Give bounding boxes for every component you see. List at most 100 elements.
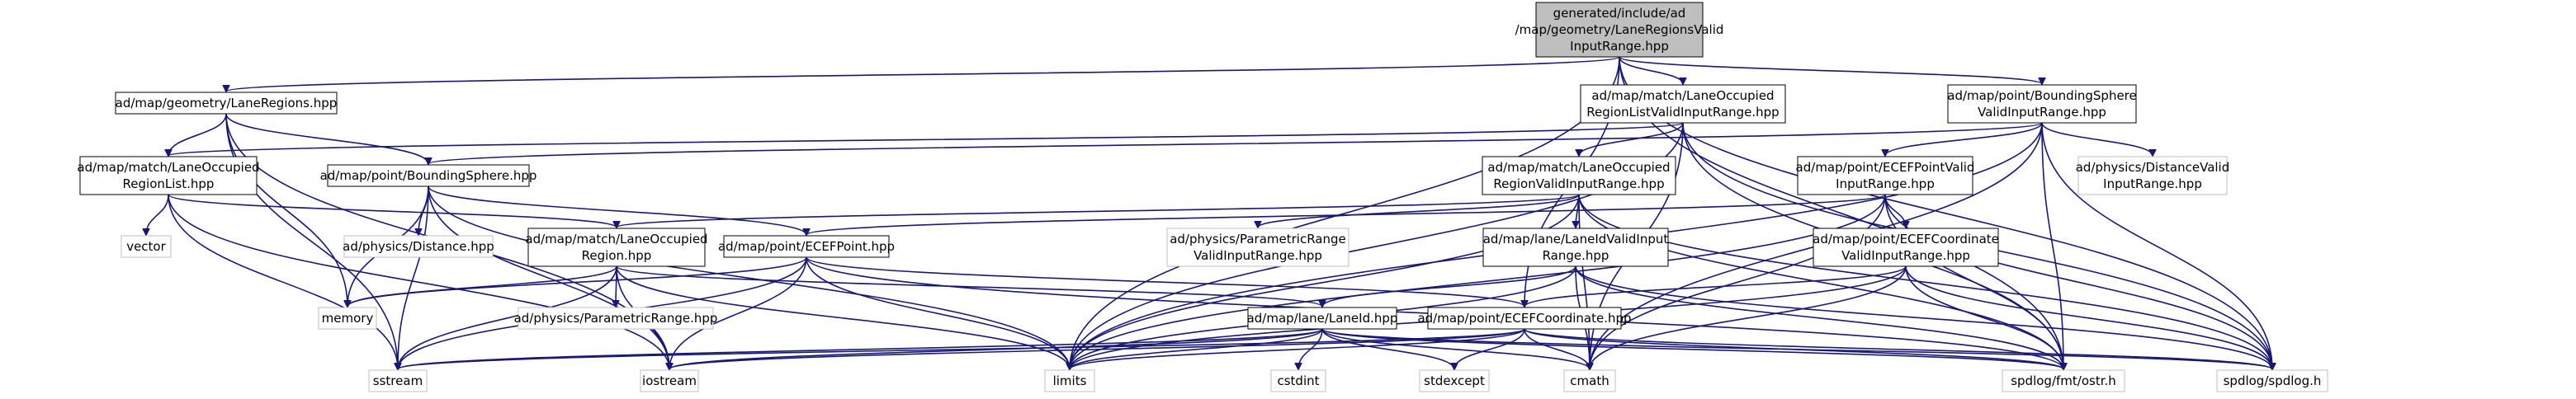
edge-ecef_point_valid-to-cmath [1590, 194, 1886, 369]
edge-occ_valid-to-cmath [1578, 194, 1590, 369]
node-box [2077, 156, 2228, 195]
node-sstream: sstream [368, 369, 428, 392]
node-box [2216, 369, 2328, 392]
node-box [1580, 84, 1786, 124]
node-label-line: RegionValidInputRange.hpp [1493, 176, 1664, 191]
edge-bsphere-to-iostream [428, 185, 669, 369]
node-label-line: InputRange.hpp [1570, 39, 1669, 54]
node-box [1947, 84, 2137, 124]
node-box [1044, 369, 1095, 392]
edge-ecef_coord_valid-to-ecef_coord [1524, 265, 1907, 307]
node-label-line: sstream [373, 373, 423, 388]
node-label-line: RegionListValidInputRange.hpp [1586, 105, 1779, 120]
node-box [115, 92, 338, 115]
edge-ecef_point-to-iostream [669, 256, 807, 369]
edge-occ_list-to-sstream [168, 194, 398, 369]
node-label-line: ad/physics/ParametricRange.hpp [514, 311, 718, 326]
node-label-line: ValidInputRange.hpp [1978, 105, 2106, 120]
node-box [368, 369, 428, 392]
node-iostream: iostream [640, 369, 699, 392]
edge-occ_list_valid-to-occ_list [168, 122, 1684, 156]
node-root[interactable]: generated/include/ad/map/geometry/LaneRe… [1515, 2, 1724, 58]
node-label-line: Range.hpp [1543, 248, 1609, 263]
node-label-line: RegionList.hpp [123, 176, 215, 191]
node-box [1797, 156, 1973, 195]
edge-lane_regions-to-occ_list [168, 113, 227, 156]
edge-ecef_point-to-memory [347, 256, 807, 307]
edge-bsphere_valid-to-fmt_ostr [2041, 122, 2063, 369]
edge-root-to-lane_regions [226, 56, 1620, 92]
node-box [1813, 228, 1999, 267]
node-label-line: spdlog/spdlog.h [2224, 373, 2322, 388]
edge-ecef_point-to-limits [806, 256, 1070, 369]
node-box [527, 228, 706, 267]
edge-lane_regions-to-memory [225, 113, 347, 307]
edge-bsphere_valid-to-spdlog [2041, 122, 2272, 369]
edge-lane_id_valid-to-lane_id [1322, 265, 1576, 307]
node-distance: ad/physics/Distance.hpp [343, 235, 494, 258]
edge-lane_regions-to-bsphere [225, 113, 428, 164]
edge-lane_id-to-cmath [1321, 328, 1590, 369]
node-label-line: ad/map/match/LaneOccupied [1591, 88, 1774, 103]
node-box [1427, 307, 1622, 330]
edge-ecef_coord-to-sstream [398, 328, 1525, 369]
edge-occ_list-to-occ_region [168, 194, 617, 228]
node-label-line: InputRange.hpp [1836, 176, 1935, 191]
edge-occ_valid-to-fmt_ostr [1578, 194, 2063, 369]
node-ecef-point[interactable]: ad/map/point/ECEFPoint.hpp [718, 235, 895, 258]
node-ecef-coord-valid[interactable]: ad/map/point/ECEFCoordinateValidInputRan… [1813, 228, 1999, 267]
node-param-range: ad/physics/ParametricRange.hpp [514, 307, 718, 330]
node-ecef-point-valid[interactable]: ad/map/point/ECEFPointValidInputRange.hp… [1796, 156, 1975, 195]
node-label-line: iostream [642, 373, 697, 388]
node-occ-list-valid[interactable]: ad/map/match/LaneOccupiedRegionListValid… [1580, 84, 1786, 124]
edge-occ_region-to-lane_id [616, 265, 1322, 307]
node-label-line: Region.hpp [582, 248, 652, 263]
node-label-line: ad/physics/DistanceValid [2076, 160, 2230, 175]
node-lane-regions[interactable]: ad/map/geometry/LaneRegions.hpp [115, 92, 338, 115]
node-limits: limits [1044, 369, 1095, 392]
node-cstdint: cstdint [1270, 369, 1326, 392]
node-box [1535, 2, 1704, 58]
edge-occ_region-to-sstream [398, 265, 617, 369]
dependency-nodes: generated/include/ad/map/geometry/LaneRe… [77, 2, 2328, 392]
edge-ecef_coord-to-iostream [669, 328, 1525, 369]
node-box [2002, 369, 2125, 392]
edge-ecef_coord-to-fmt_ostr [1524, 328, 2063, 369]
node-box [1247, 307, 1397, 330]
node-label-line: vector [126, 239, 166, 254]
node-box [1166, 228, 1349, 267]
node-label-line: limits [1053, 373, 1087, 388]
node-param-range-valid: ad/physics/ParametricRangeValidInputRang… [1166, 228, 1349, 267]
node-occ-valid[interactable]: ad/map/match/LaneOccupiedRegionValidInpu… [1482, 156, 1676, 195]
edge-lane_id-to-stdexcept [1321, 328, 1454, 369]
node-label-line: spdlog/fmt/ostr.h [2011, 373, 2116, 388]
node-label-line: ad/map/point/ECEFCoordinate [1813, 232, 1999, 246]
edge-occ_region-to-memory [347, 265, 617, 307]
node-bsphere[interactable]: ad/map/point/BoundingSphere.hpp [320, 164, 537, 187]
edge-occ_valid-to-occ_region [617, 194, 1580, 228]
node-label-line: InputRange.hpp [2103, 176, 2202, 191]
node-label-line: ad/map/match/LaneOccupied [525, 232, 707, 246]
edge-bsphere_valid-to-ecef_point_valid [1885, 122, 2043, 156]
node-box [79, 156, 258, 195]
edge-ecef_point_valid-to-fmt_ostr [1884, 194, 2063, 369]
node-label-line: ad/map/match/LaneOccupied [1487, 160, 1670, 175]
edge-occ_valid-to-param_range_valid [1258, 194, 1580, 228]
node-cmath: cmath [1563, 369, 1616, 392]
node-label-line: ad/map/lane/LaneIdValidInput [1483, 232, 1669, 246]
edge-lane_id-to-sstream [398, 328, 1323, 369]
node-ecef-coord[interactable]: ad/map/point/ECEFCoordinate.hpp [1417, 307, 1632, 330]
node-label-line: memory [322, 311, 374, 326]
node-lane-id[interactable]: ad/map/lane/LaneId.hpp [1247, 307, 1398, 330]
node-label-line: cmath [1570, 373, 1609, 388]
node-label-line: ad/map/point/BoundingSphere [1947, 88, 2137, 103]
node-label-line: ad/map/point/ECEFPoint.hpp [718, 239, 895, 254]
node-box [518, 307, 714, 330]
node-label-line: ad/map/geometry/LaneRegions.hpp [116, 96, 338, 110]
edge-occ_list_valid-to-occ_valid [1579, 122, 1684, 156]
node-bsphere-valid[interactable]: ad/map/point/BoundingSphereValidInputRan… [1947, 84, 2137, 124]
